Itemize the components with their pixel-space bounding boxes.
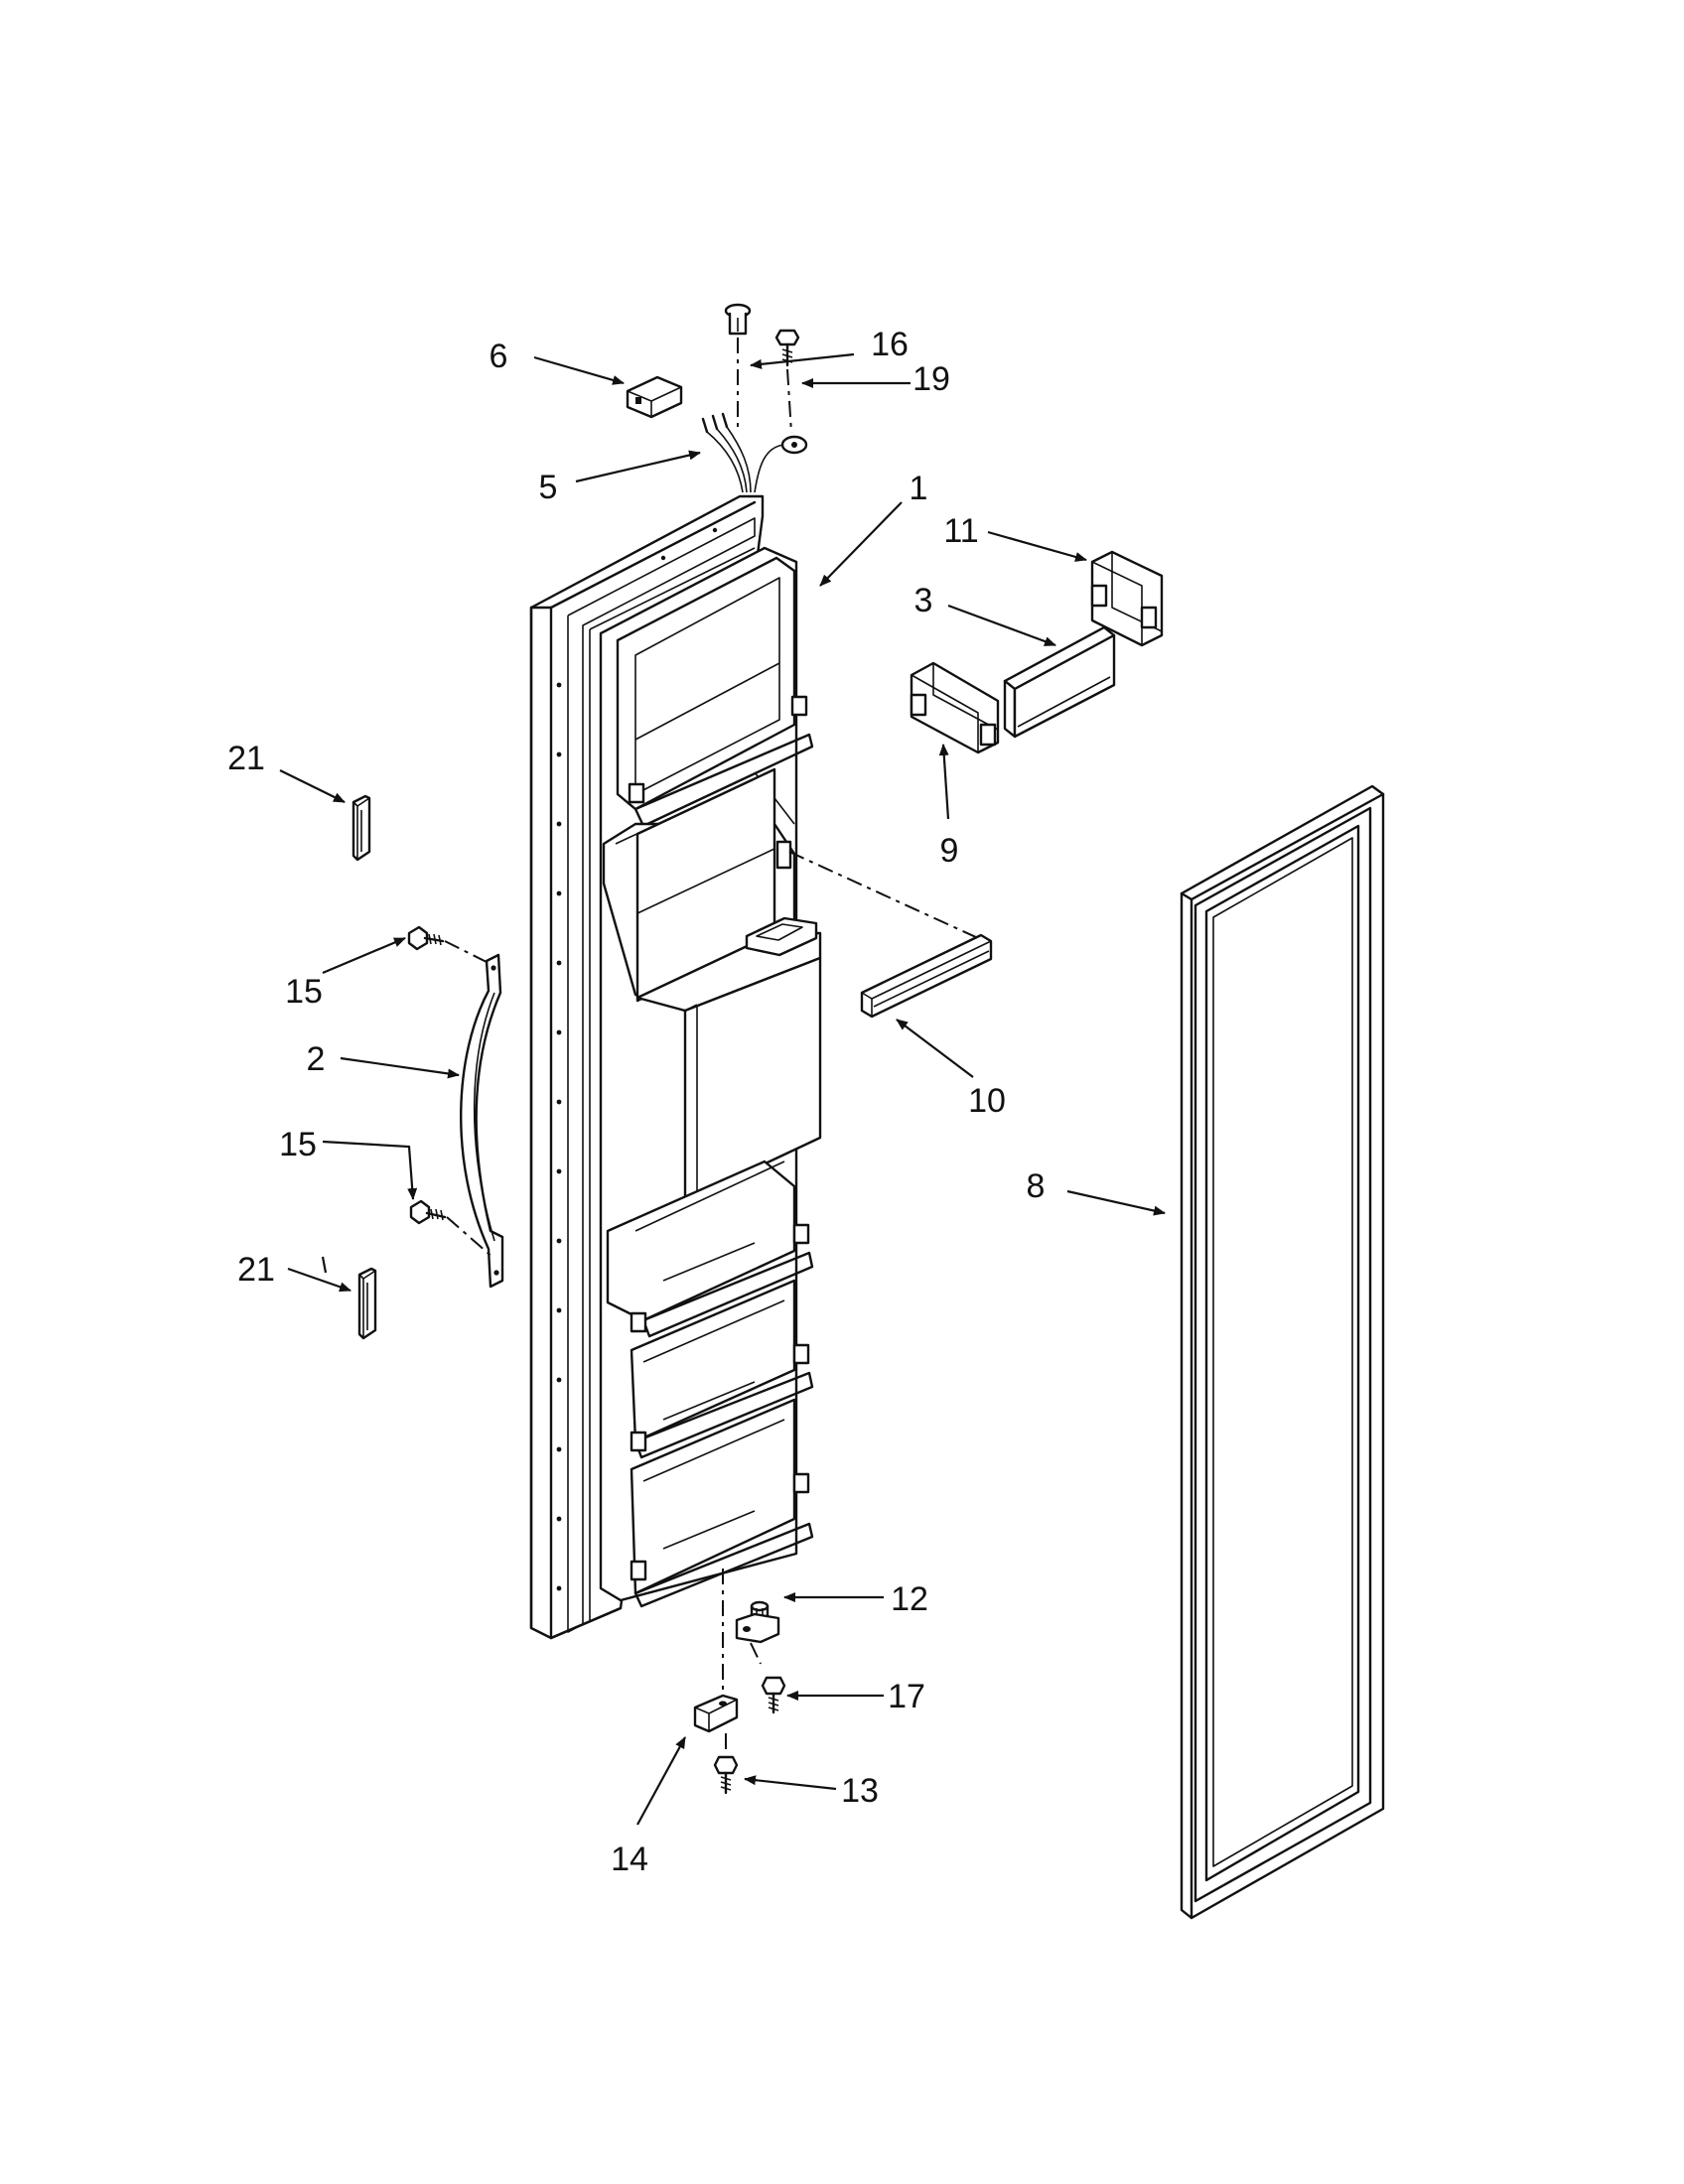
part-screw-13 bbox=[713, 1733, 739, 1795]
part-bracket-9 bbox=[910, 661, 1000, 754]
callout-8: 8 bbox=[1027, 1167, 1046, 1205]
part-plug-16 bbox=[724, 303, 752, 427]
part-panel-3 bbox=[1003, 625, 1116, 739]
part-wire-harness bbox=[701, 412, 808, 493]
callout-15-lower: 15 bbox=[279, 1126, 317, 1163]
part-trim-10 bbox=[788, 851, 993, 1019]
callout-19: 19 bbox=[912, 360, 950, 398]
callout-15-upper: 15 bbox=[285, 973, 323, 1011]
door-screw-holes bbox=[556, 527, 718, 1591]
callout-14: 14 bbox=[611, 1841, 648, 1878]
part-screw-15-upper bbox=[407, 925, 493, 966]
callout-16: 16 bbox=[871, 326, 909, 363]
part-screw-19 bbox=[774, 329, 800, 434]
callout-1: 1 bbox=[910, 470, 928, 507]
liner-lower-shelf-2 bbox=[630, 1279, 814, 1459]
callout-6: 6 bbox=[490, 338, 508, 375]
part-hinge-pin-12 bbox=[735, 1600, 780, 1665]
callout-leaders bbox=[279, 352, 1166, 1826]
part-screw-17 bbox=[761, 1676, 786, 1714]
liner-top-bin bbox=[616, 556, 814, 828]
callout-21-upper: 21 bbox=[227, 740, 265, 777]
part-bracket-11 bbox=[1090, 550, 1164, 647]
callout-2: 2 bbox=[307, 1040, 326, 1078]
callout-13: 13 bbox=[841, 1772, 879, 1810]
part-hinge-14 bbox=[693, 1694, 739, 1733]
liner-lower-shelf-3 bbox=[630, 1398, 814, 1608]
callout-labels: 6 16 19 5 1 11 3 9 10 8 21 15 2 15 21 12… bbox=[227, 326, 1045, 1878]
callout-10: 10 bbox=[968, 1082, 1006, 1120]
liner-dispenser-recess bbox=[602, 767, 822, 1203]
part-cap-21-upper bbox=[351, 794, 371, 862]
part-door-gasket bbox=[1180, 784, 1385, 1920]
liner-lower-shelf-1 bbox=[606, 1160, 814, 1338]
part-screw-15-lower bbox=[409, 1199, 495, 1260]
part-cap-21-lower bbox=[357, 1267, 377, 1340]
part-connector bbox=[626, 375, 683, 419]
callout-12: 12 bbox=[891, 1580, 928, 1618]
callout-11: 11 bbox=[943, 512, 978, 550]
callout-21-lower: 21 bbox=[237, 1251, 275, 1289]
callout-3: 3 bbox=[914, 582, 933, 619]
callout-17: 17 bbox=[888, 1678, 925, 1715]
part-handle bbox=[460, 953, 504, 1289]
callout-9: 9 bbox=[940, 832, 959, 870]
callout-5: 5 bbox=[539, 469, 558, 506]
part-door-liner bbox=[529, 494, 822, 1640]
